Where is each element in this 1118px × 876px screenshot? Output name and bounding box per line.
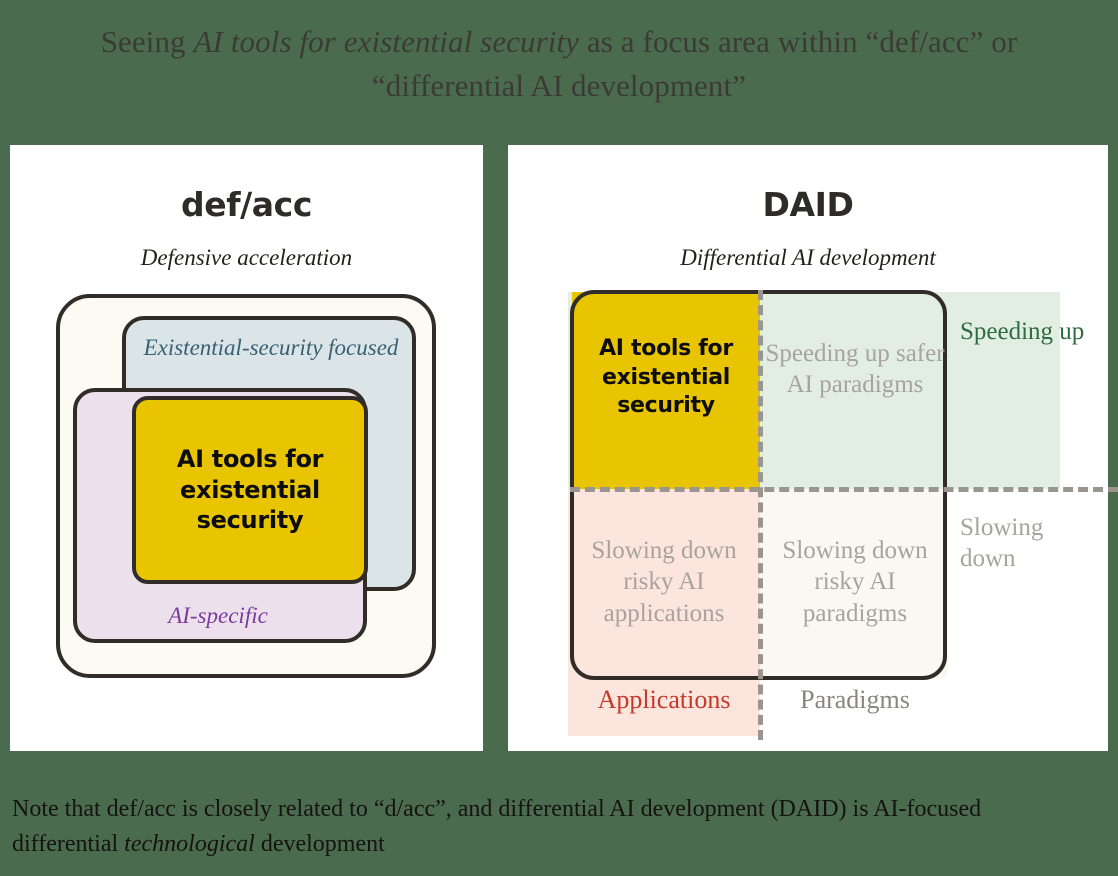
quadrant-1-label: AI tools for existential security (599, 336, 733, 419)
footnote-part-after: development (254, 830, 385, 857)
label-ai-specific: AI-specific (168, 603, 268, 628)
title-part-italic: AI tools for existential security (193, 23, 580, 59)
left-panel-subtitle: Defensive acceleration (140, 245, 353, 270)
row-label-slowing-down: Slowing down (960, 514, 1044, 572)
quadrant-4-label: Slowing down risky AI paradigms (782, 537, 928, 627)
right-panel-subtitle: Differential AI development (680, 245, 936, 270)
title-part-middle: as a focus area within “def/acc” or “dif… (371, 23, 1018, 103)
quadrant-diagram: AI tools for existential security Speedi… (508, 145, 1118, 751)
divider-horizontal-dashed (570, 487, 1118, 492)
band-paradigms-slowing (760, 489, 947, 678)
left-panel: def/acc Defensive acceleration Existenti… (10, 145, 483, 751)
band-highlight-quadrant (572, 292, 760, 489)
band-applications (568, 489, 760, 736)
footnote: Note that def/acc is closely related to … (12, 792, 1087, 862)
quadrant-3-label: Slowing down risky AI applications (591, 537, 737, 627)
left-panel-title: def/acc (180, 185, 312, 224)
highlight-label-left: AI tools for existential security (176, 444, 324, 535)
label-existential-security-focused: Existential-security focused (143, 335, 399, 360)
footnote-part-before: Note that def/acc is closely related to … (12, 796, 982, 857)
page-title-text: Seeing AI tools for existential security… (30, 20, 1088, 108)
title-part-before: Seeing (100, 23, 194, 59)
footnote-part-italic: technological (124, 830, 255, 857)
column-label-paradigms: Paradigms (800, 685, 910, 714)
right-panel: DAID Differential AI development AI tool… (508, 145, 1118, 751)
column-label-applications: Applications (597, 685, 731, 714)
page-title: Seeing AI tools for existential security… (0, 0, 1118, 128)
divider-vertical-dashed (758, 290, 763, 740)
right-panel-title: DAID (762, 185, 854, 224)
box-ai-tools-existential-security-highlight: AI tools for existential security (132, 396, 368, 584)
row-label-speeding-up: Speeding up (960, 318, 1085, 345)
quadrant-2-label: Speeding up safer AI paradigms (765, 340, 945, 399)
